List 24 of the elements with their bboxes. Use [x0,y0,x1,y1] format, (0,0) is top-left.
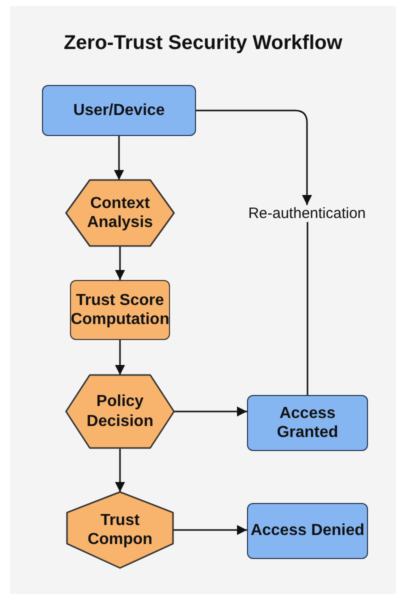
node-label: Access Denied [250,521,364,541]
arrow [115,340,125,375]
node-label: Context Analysis [86,194,154,232]
process-box [247,503,368,559]
node-label: Trust Compon [86,510,154,550]
decision-hexagon [67,492,173,568]
diagram-title: Zero-Trust Security Workflow [62,32,344,55]
arrow [173,525,247,535]
arrow [115,448,125,492]
arrow [115,246,125,280]
arrow [174,406,247,416]
process-box [42,85,196,136]
node-label: User/Device [73,100,165,120]
process-box [70,280,170,340]
process-hexagon [66,180,174,246]
annotation-text: Re-authentication [248,205,366,222]
arrow [114,136,124,180]
arrow [196,110,312,205]
process-box [247,395,368,451]
process-hexagon [66,375,174,448]
node-label: Access Granted [276,404,340,442]
node-label: Policy Decision [86,392,154,431]
connector-line [306,222,308,395]
node-label: Trust Score Computation [70,290,170,330]
